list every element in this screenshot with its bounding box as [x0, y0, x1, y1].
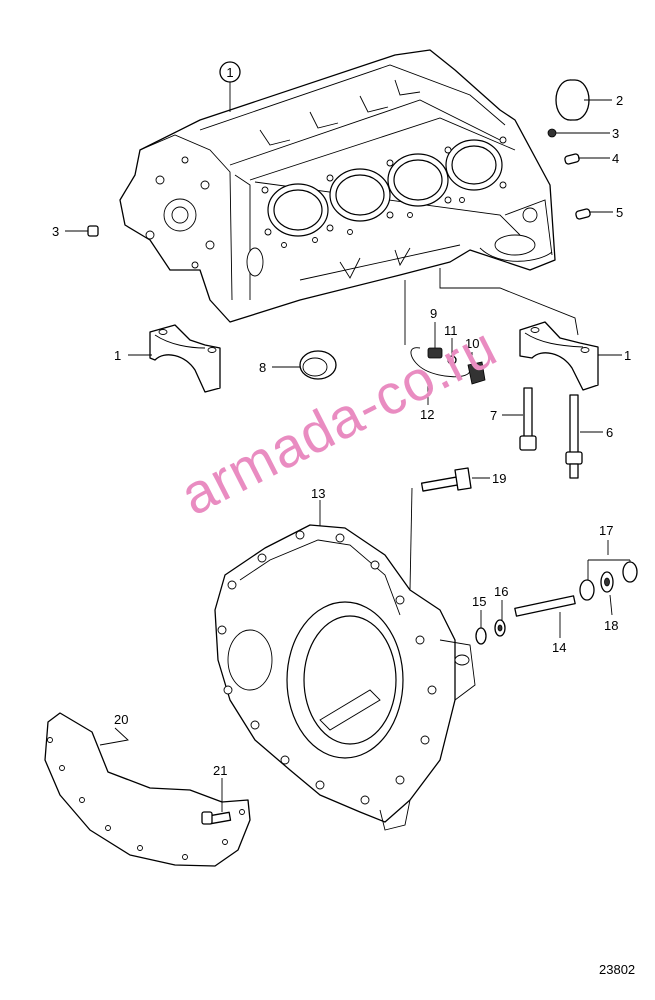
washer-16 [494, 619, 506, 637]
cup-plug-8 [299, 350, 337, 380]
callout-4: 4 [612, 151, 619, 166]
callout-20: 20 [114, 712, 128, 727]
callout-10: 10 [465, 336, 479, 351]
drawing-number: 23802 [599, 962, 636, 977]
callout-12: 12 [420, 407, 434, 422]
callout-7: 7 [490, 408, 497, 423]
housing-stud-14 [514, 595, 576, 617]
nut-17 [579, 561, 638, 601]
callout-1-top: 1 [219, 61, 241, 83]
oil-fitting-assembly [410, 347, 486, 385]
cover-bolt-21 [201, 811, 232, 825]
housing-bolt-19 [420, 467, 472, 492]
main-bearing-cap-right [519, 321, 599, 391]
plug-small-right [547, 128, 557, 138]
callout-3-right: 3 [612, 126, 619, 141]
callout-9: 9 [430, 306, 437, 321]
callout-14: 14 [552, 640, 566, 655]
callout-16: 16 [494, 584, 508, 599]
callout-15: 15 [472, 594, 486, 609]
dowel-pin-4 [564, 153, 580, 165]
engine-block [119, 49, 556, 323]
dowel-pin-5 [575, 208, 591, 220]
bearing-stud-6 [565, 394, 583, 479]
flywheel-housing [214, 524, 476, 831]
callout-1-left: 1 [114, 348, 121, 363]
callout-8: 8 [259, 360, 266, 375]
washer-15 [475, 627, 487, 645]
svg-text:1: 1 [226, 65, 233, 80]
cover-plate-20 [44, 712, 251, 867]
callout-5: 5 [616, 205, 623, 220]
callout-18: 18 [604, 618, 618, 633]
callout-2: 2 [616, 93, 623, 108]
washer-18 [600, 571, 614, 593]
callout-21: 21 [213, 763, 227, 778]
callout-17: 17 [599, 523, 613, 538]
callout-6: 6 [606, 425, 613, 440]
callout-11: 11 [444, 323, 458, 338]
callout-13: 13 [311, 486, 325, 501]
callout-19: 19 [492, 471, 506, 486]
callout-labels: 1 2 3 4 5 3 1 8 9 11 10 12 1 7 6 19 13 1… [52, 61, 631, 778]
plug-small-left [87, 225, 99, 237]
bearing-bolt-7 [519, 387, 537, 451]
callout-1-right: 1 [624, 348, 631, 363]
callout-3-left: 3 [52, 224, 59, 239]
leader-lines [65, 82, 631, 812]
main-bearing-cap-left [149, 324, 221, 393]
